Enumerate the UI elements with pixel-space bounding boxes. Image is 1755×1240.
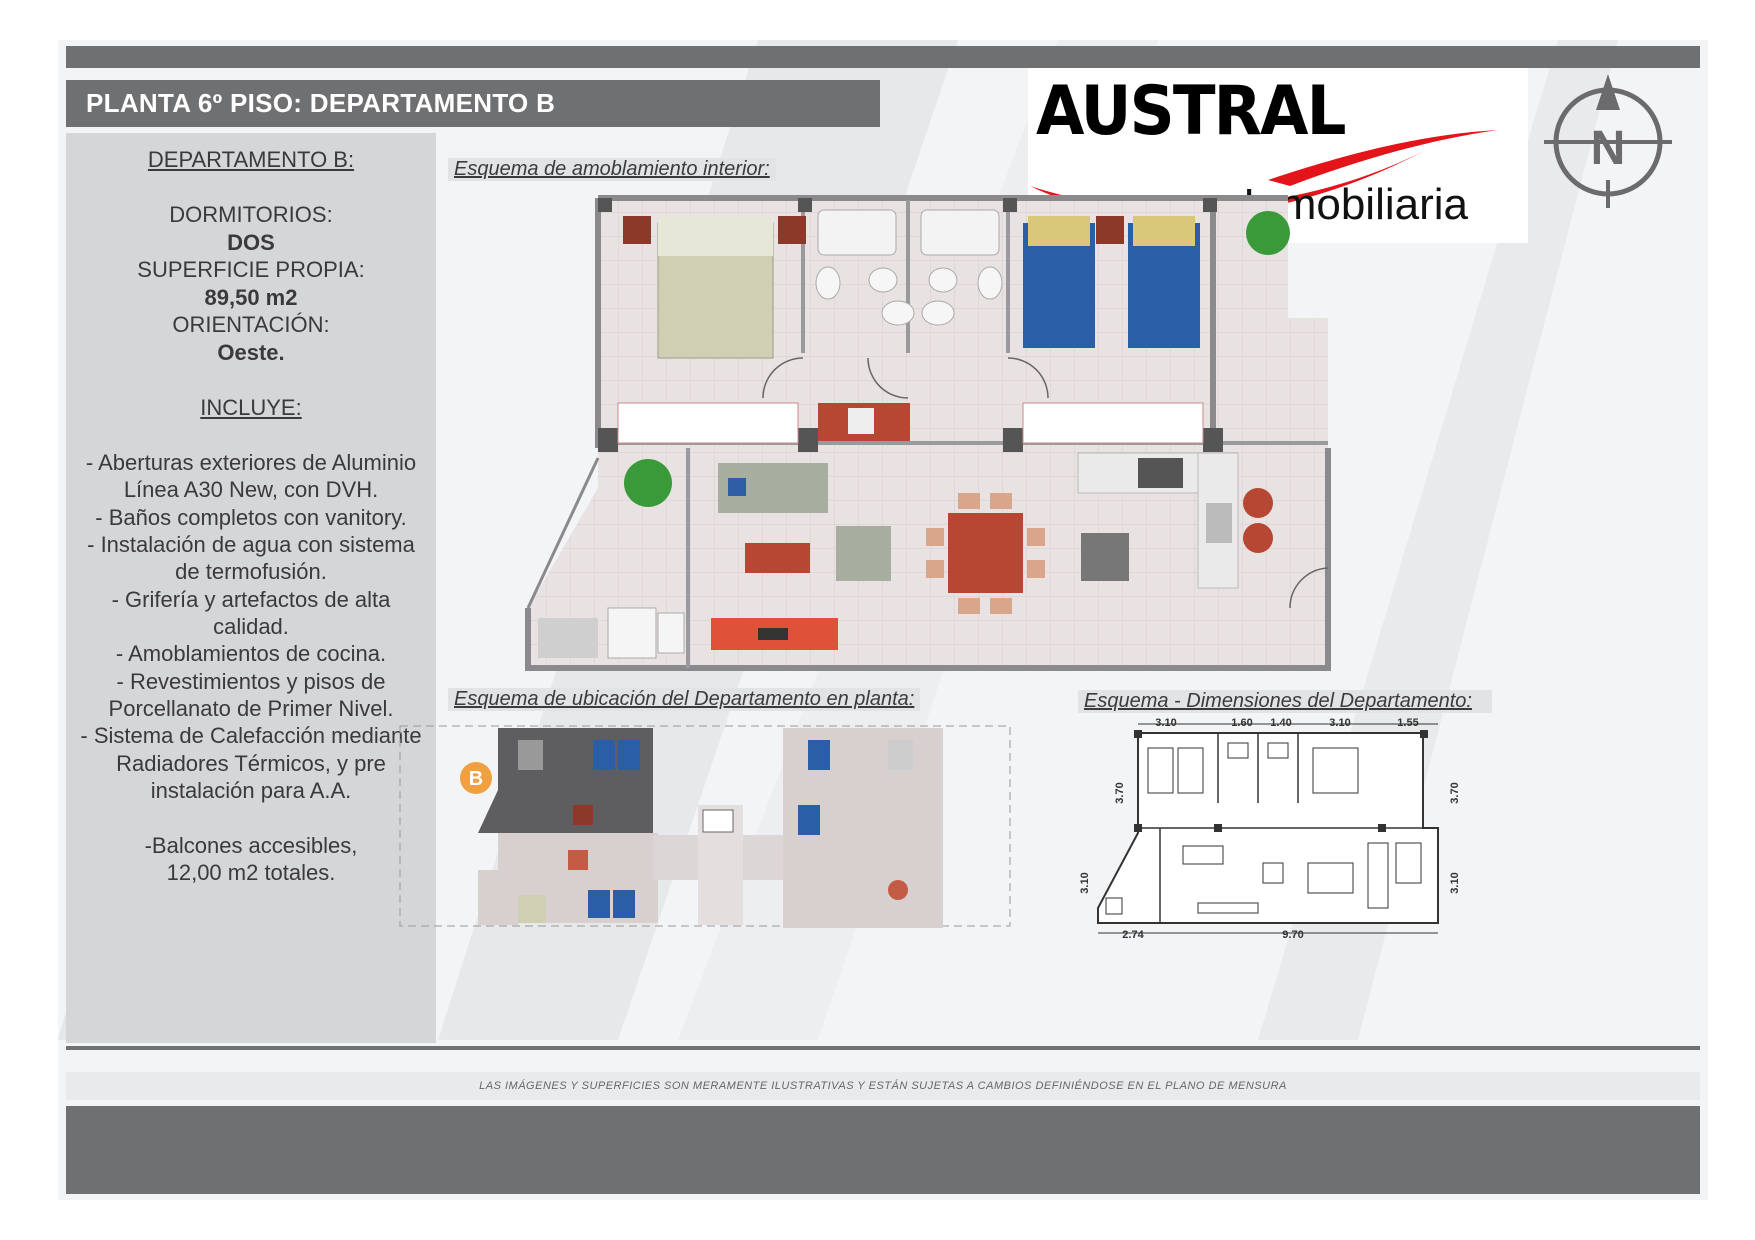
info-panel: DEPARTAMENTO B: DORMITORIOS: DOS SUPERFI…: [66, 133, 436, 1043]
info-heading: DEPARTAMENTO B:: [147, 147, 355, 172]
include-item: - Aberturas exteriores de Aluminio: [85, 450, 417, 475]
include-item: -Balcones accesibles,: [144, 833, 358, 858]
dim-left: 3.70: [1114, 782, 1126, 803]
dormitorios-label: DORMITORIOS:: [169, 202, 333, 227]
logo-brand: AUSTRAL: [1036, 72, 1346, 151]
superficie-label: SUPERFICIE PROPIA:: [137, 257, 365, 282]
logo-swoosh: [1030, 130, 1498, 217]
include-item: de termofusión.: [175, 559, 327, 584]
dim-top: 1.60: [1231, 718, 1252, 729]
dim-top: 3.10: [1155, 718, 1176, 729]
divider-line: [66, 1046, 1700, 1050]
include-item: Línea A30 New, con DVH.: [123, 477, 379, 502]
include-item: - Sistema de Calefacción mediante: [80, 723, 422, 748]
include-item: calidad.: [213, 614, 289, 639]
include-item: Porcellanato de Primer Nivel.: [108, 696, 394, 721]
location-floor-plan: B: [399, 725, 1011, 928]
compass-icon: N: [1544, 74, 1672, 208]
include-item: 12,00 m2 totales.: [166, 860, 336, 885]
superficie-value: 89,50 m2: [204, 285, 298, 310]
include-item: - Amoblamientos de cocina.: [115, 641, 387, 666]
disclaimer-text: LAS IMÁGENES Y SUPERFICIES SON MERAMENTE…: [66, 1072, 1700, 1100]
dim-top: 3.10: [1329, 718, 1350, 729]
dim-top: 1.40: [1270, 718, 1291, 729]
dimensions-floor-plan: 3.10 1.60 1.40 3.10 1.55 2.74 9.70 3.70 …: [1079, 718, 1461, 941]
page-title: PLANTA 6º PISO: DEPARTAMENTO B: [66, 80, 880, 127]
include-item: - Revestimientos y pisos de: [116, 669, 386, 694]
dim-top: 1.55: [1397, 718, 1418, 729]
furnished-floor-plan: [525, 195, 1331, 671]
dim-bottom: 2.74: [1122, 929, 1144, 941]
include-item: - Baños completos con vanitory.: [95, 505, 407, 530]
orientacion-value: Oeste.: [217, 340, 285, 365]
scheme-location-label: Esquema de ubicación del Departamento en…: [448, 688, 921, 711]
location-marker-label: B: [469, 768, 483, 790]
dim-left: 3.10: [1079, 872, 1091, 893]
compass-letter: N: [1591, 122, 1626, 175]
dormitorios-value: DOS: [227, 230, 275, 255]
top-bar: [66, 46, 1700, 68]
brochure-sheet: PLANTA 6º PISO: DEPARTAMENTO B DEPARTAME…: [58, 40, 1708, 1200]
include-item: - Grifería y artefactos de alta: [111, 587, 391, 612]
include-item: Radiadores Térmicos, y pre: [116, 751, 386, 776]
incluye-label: INCLUYE:: [200, 395, 302, 420]
dim-bottom: 9.70: [1282, 929, 1303, 941]
dim-right: 3.10: [1449, 872, 1461, 893]
include-item: instalación para A.A.: [150, 778, 352, 803]
include-item: - Instalación de agua con sistema: [87, 532, 415, 557]
scheme-dimensions-label: Esquema - Dimensiones del Departamento:: [1078, 690, 1492, 713]
bottom-bar: [66, 1106, 1700, 1194]
orientacion-label: ORIENTACIÓN:: [172, 312, 330, 337]
scheme-interior-label: Esquema de amoblamiento interior:: [448, 158, 776, 181]
dim-right: 3.70: [1449, 782, 1461, 803]
